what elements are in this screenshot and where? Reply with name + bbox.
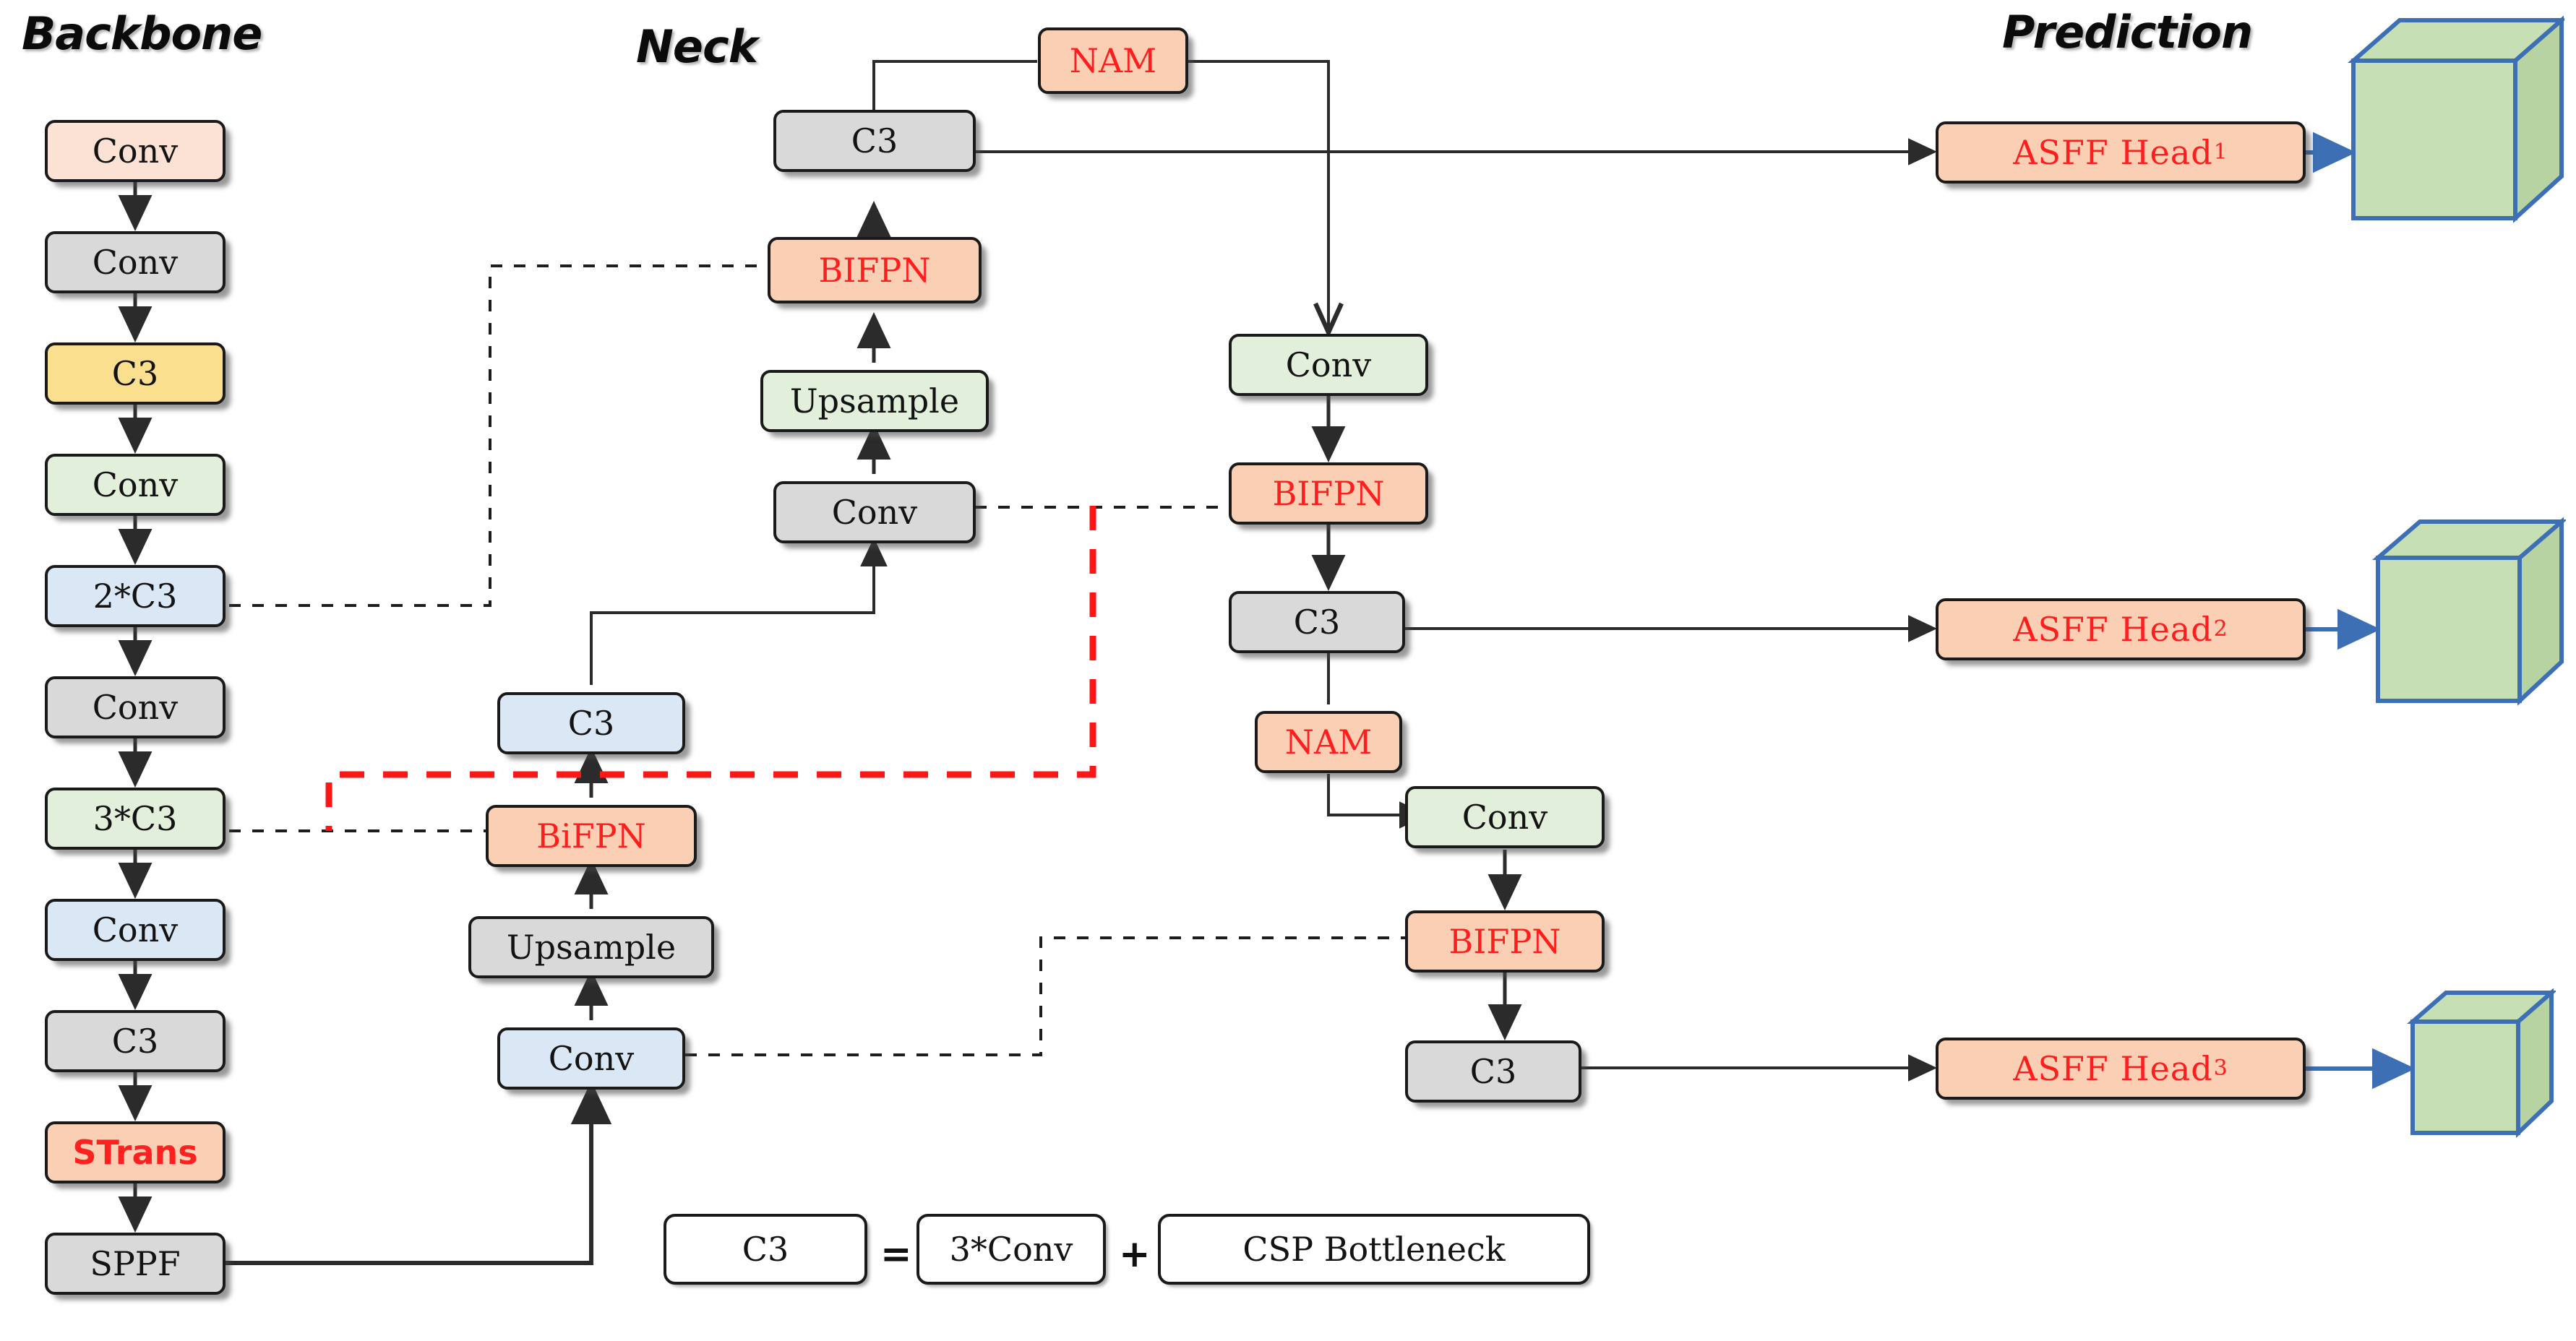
- neck-a-node-conv[interactable]: Conv: [497, 1027, 685, 1090]
- legend-plus: +: [1119, 1233, 1151, 1276]
- backbone-node-3xc3[interactable]: 3*C3: [45, 788, 226, 850]
- asff-head-2-index: 2: [2213, 616, 2228, 642]
- neck-a-node-upsample[interactable]: Upsample: [468, 916, 714, 978]
- neck-b-node-upsample[interactable]: Upsample: [760, 370, 989, 432]
- neck-a-node-bifpn[interactable]: BiFPN: [486, 805, 697, 867]
- backbone-node-sppf[interactable]: SPPF: [45, 1233, 226, 1295]
- legend-csp-box: CSP Bottleneck: [1158, 1214, 1590, 1285]
- neck-c-node-conv-2[interactable]: Conv: [1405, 786, 1605, 848]
- neck-b-node-c3[interactable]: C3: [773, 110, 976, 172]
- neck-c-node-bifpn-2[interactable]: BIFPN: [1405, 910, 1605, 973]
- backbone-node-conv-3[interactable]: Conv: [45, 454, 226, 516]
- asff-head-1-index: 1: [2213, 139, 2228, 165]
- output-cube-3: [2407, 988, 2556, 1139]
- legend-3conv-box: 3*Conv: [916, 1214, 1106, 1285]
- neck-a-node-c3[interactable]: C3: [497, 692, 685, 754]
- backbone-node-conv-5[interactable]: Conv: [45, 899, 226, 961]
- backbone-node-c3-2[interactable]: C3: [45, 1010, 226, 1072]
- backbone-node-c3-1[interactable]: C3: [45, 342, 226, 405]
- legend-c3-box: C3: [664, 1214, 867, 1285]
- neck-c-node-c3-1[interactable]: C3: [1229, 591, 1405, 653]
- neck-b-node-bifpn[interactable]: BIFPN: [768, 237, 982, 303]
- title-prediction: Prediction: [2002, 6, 2253, 59]
- neck-c-node-nam-1[interactable]: NAM: [1038, 27, 1188, 94]
- neck-c-node-bifpn-1[interactable]: BIFPN: [1229, 462, 1428, 525]
- backbone-node-conv-1[interactable]: Conv: [45, 120, 226, 182]
- backbone-node-strans[interactable]: STrans: [45, 1121, 226, 1183]
- asff-head-1-label: ASFF Head: [2013, 133, 2213, 172]
- asff-head-2-label: ASFF Head: [2013, 610, 2213, 649]
- backbone-node-2xc3[interactable]: 2*C3: [45, 565, 226, 627]
- asff-head-3-index: 3: [2213, 1056, 2228, 1081]
- asff-head-3-label: ASFF Head: [2013, 1049, 2213, 1088]
- neck-c-node-c3-2[interactable]: C3: [1405, 1040, 1581, 1103]
- backbone-node-conv-4[interactable]: Conv: [45, 676, 226, 738]
- legend-equals: =: [880, 1233, 912, 1276]
- neck-c-node-nam-2[interactable]: NAM: [1255, 711, 1402, 773]
- title-backbone: Backbone: [22, 7, 262, 60]
- backbone-node-conv-2[interactable]: Conv: [45, 231, 226, 293]
- title-neck: Neck: [636, 20, 758, 73]
- neck-b-node-conv[interactable]: Conv: [773, 481, 976, 543]
- output-cube-1: [2348, 16, 2564, 223]
- neck-c-node-conv-1[interactable]: Conv: [1229, 334, 1428, 396]
- output-cube-2: [2372, 517, 2566, 706]
